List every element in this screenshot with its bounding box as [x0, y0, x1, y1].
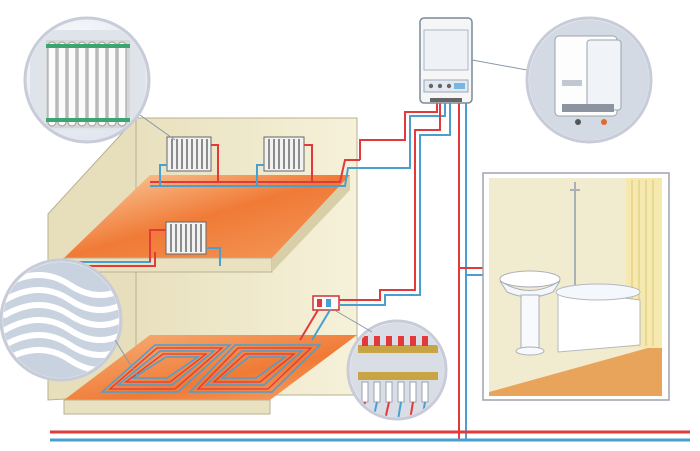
underfloor-tubing-callout [0, 258, 123, 382]
upper-floor-slab-side [272, 175, 350, 272]
radiator-upper-left [159, 136, 219, 186]
boiler-callout [525, 16, 653, 144]
upper-floor-slab [64, 175, 350, 258]
supply-return-mains [50, 430, 690, 442]
upper-floor-supply-pipe [150, 159, 360, 183]
manifold-box [312, 295, 340, 311]
bathroom-cutaway [482, 172, 670, 401]
radiator-upper-right [256, 136, 313, 186]
lower-floor-spiral-heating [100, 344, 322, 393]
boiler-connection-pipes [339, 100, 556, 440]
radiator-middle [149, 221, 221, 266]
house-cutaway [47, 116, 360, 415]
radiator-closeup [46, 40, 130, 128]
bathtub [555, 283, 641, 353]
upper-floor-return-pipe [150, 167, 360, 187]
manifold-callout [346, 319, 448, 421]
lower-floor-slab-edge [63, 399, 271, 415]
radiator-callout [23, 16, 151, 144]
pedestal-sink [499, 270, 561, 356]
wall-boiler [419, 17, 473, 104]
